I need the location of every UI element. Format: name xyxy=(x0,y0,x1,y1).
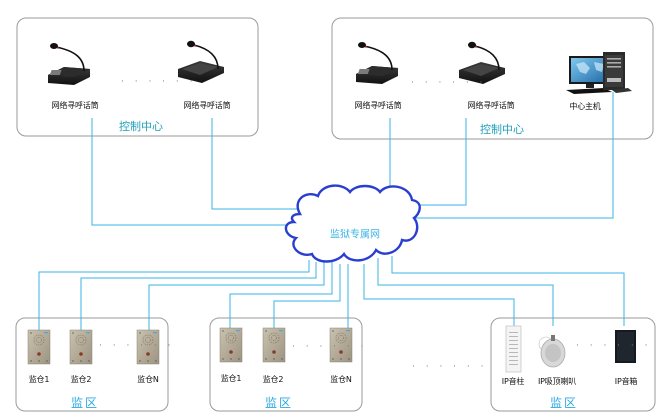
link-area3-ceiling-speaker xyxy=(377,258,554,326)
prison-area-3-box xyxy=(490,317,656,412)
device-label: 网络寻呼话筒 xyxy=(354,101,402,110)
link-area1-cell2 xyxy=(80,262,317,330)
control-center-left-box xyxy=(16,17,259,137)
ellipsis: · · · · · · xyxy=(121,77,197,87)
prison-area-1-box xyxy=(15,317,169,412)
link-area2-cell2 xyxy=(273,264,341,330)
link-area2-cell1 xyxy=(229,262,333,330)
link-left-mic1 xyxy=(91,118,290,226)
device-label: 监仓1 xyxy=(28,375,50,384)
device-label: 监仓1 xyxy=(220,374,242,383)
link-right-mic2 xyxy=(405,118,467,206)
intercom-panel-icon xyxy=(27,329,51,365)
device-label: 监仓2 xyxy=(70,375,92,384)
ellipsis: · · · · · · xyxy=(411,78,487,88)
zone-title-area: 监区 xyxy=(70,396,100,410)
ellipsis: · · · · · · xyxy=(412,362,488,372)
link-area1-cell1 xyxy=(38,260,310,330)
prison-area-2-box xyxy=(209,317,363,412)
link-left-mic2 xyxy=(211,118,300,210)
intercom-panel-icon xyxy=(219,327,243,363)
zone-title-area: 监区 xyxy=(549,396,579,410)
zone-title-control-center: 控制中心 xyxy=(119,120,163,133)
ellipsis: · · · · · · xyxy=(576,341,652,351)
device-label: 监仓2 xyxy=(262,375,284,384)
zone-title-area: 监区 xyxy=(264,396,294,410)
device-label: IP音柱 xyxy=(501,377,525,386)
column-speaker-icon xyxy=(505,325,522,373)
device-label: 中心主机 xyxy=(569,102,601,111)
link-area1-celln xyxy=(148,262,325,330)
device-label: 网络寻呼话筒 xyxy=(51,101,99,110)
device-label: 网络寻呼话筒 xyxy=(183,101,231,110)
zone-title-control-center: 控制中心 xyxy=(480,123,524,136)
network-label: 监狱专属网 xyxy=(330,229,380,241)
device-label: 监仓N xyxy=(137,375,159,384)
device-label: 网络寻呼话筒 xyxy=(467,101,515,110)
ellipsis: · · · · · · xyxy=(292,342,368,352)
desktop-paging-microphone-icon xyxy=(355,41,399,85)
device-label: 监仓N xyxy=(330,375,352,384)
link-right-host xyxy=(415,92,614,219)
intercom-panel-icon xyxy=(262,327,286,363)
cloud-icon xyxy=(284,184,421,263)
link-area3-column-speaker xyxy=(363,264,515,326)
device-label: IP音箱 xyxy=(614,377,638,386)
link-area3-box-speaker xyxy=(391,256,625,326)
desktop-computer-icon xyxy=(566,52,632,94)
intercom-panel-icon xyxy=(69,329,93,365)
connection-lines xyxy=(38,92,625,330)
box-speaker-icon xyxy=(615,330,636,363)
desktop-paging-microphone-icon xyxy=(47,42,91,86)
control-center-right-box xyxy=(331,17,654,140)
device-label: IP吸顶喇叭 xyxy=(538,377,576,386)
ellipsis: · · · · · · xyxy=(99,341,175,351)
ceiling-speaker-icon xyxy=(538,335,566,368)
